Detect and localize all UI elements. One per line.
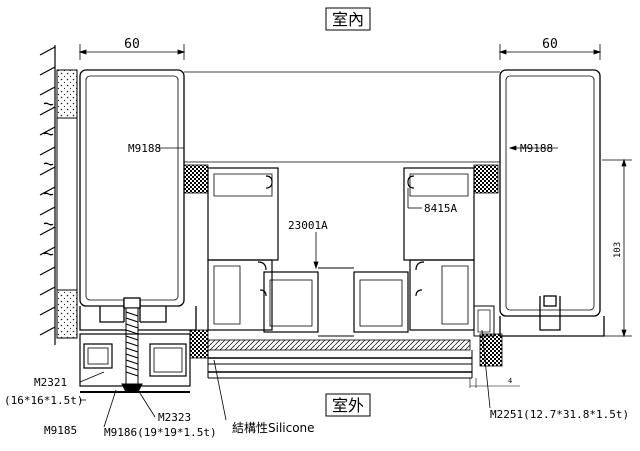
dim-small <box>469 378 520 388</box>
right-mullion <box>499 69 605 337</box>
interior-title: 室內 <box>325 7 371 31</box>
left-sash <box>207 167 319 333</box>
callout-m9186: M9186(19*19*1.5t) <box>104 426 217 439</box>
glass-panel <box>207 339 473 379</box>
leader-lines <box>79 145 558 428</box>
wall-hatching <box>39 45 56 345</box>
right-sash <box>353 167 475 333</box>
exterior-title: 室外 <box>325 393 371 417</box>
callout-m2323: M2323 <box>158 411 191 424</box>
callout-23001a: 23001A <box>288 219 328 232</box>
gasket-left-bottom <box>189 329 209 359</box>
dim-small-label: 4 <box>508 377 512 385</box>
left-mullion <box>79 69 197 331</box>
anchor-screw <box>121 307 143 393</box>
callout-m9188-right: M9188 <box>520 142 553 155</box>
wall-strip <box>56 117 78 291</box>
callout-m2251: M2251(12.7*31.8*1.5t) <box>490 408 629 421</box>
gasket-left <box>183 164 209 194</box>
gasket-right <box>473 164 499 194</box>
callout-m2321: M2321 <box>34 376 67 389</box>
exterior-label: 室外 <box>332 396 364 415</box>
callout-m9188-left: M9188 <box>128 142 161 155</box>
callout-silicone: 結構性Silicone <box>232 421 315 435</box>
dim-left-width-label: 60 <box>124 37 140 52</box>
dim-right-height-label: 103 <box>613 242 623 258</box>
gasket-right-bottom <box>479 333 503 367</box>
insulation-block-top <box>56 69 78 119</box>
callout-8415a: 8415A <box>424 202 457 215</box>
dim-right-height <box>602 158 632 338</box>
right-bracket <box>473 305 495 337</box>
callout-m2321-size: (16*16*1.5t) <box>4 394 83 407</box>
dim-left-width <box>78 44 186 60</box>
lower-bracket <box>79 333 191 393</box>
dim-right-width <box>498 44 602 60</box>
dim-right-width-label: 60 <box>542 37 558 52</box>
interior-label: 室內 <box>332 10 364 29</box>
callout-m9185: M9185 <box>44 424 77 437</box>
insulation-block-bottom <box>56 289 78 339</box>
